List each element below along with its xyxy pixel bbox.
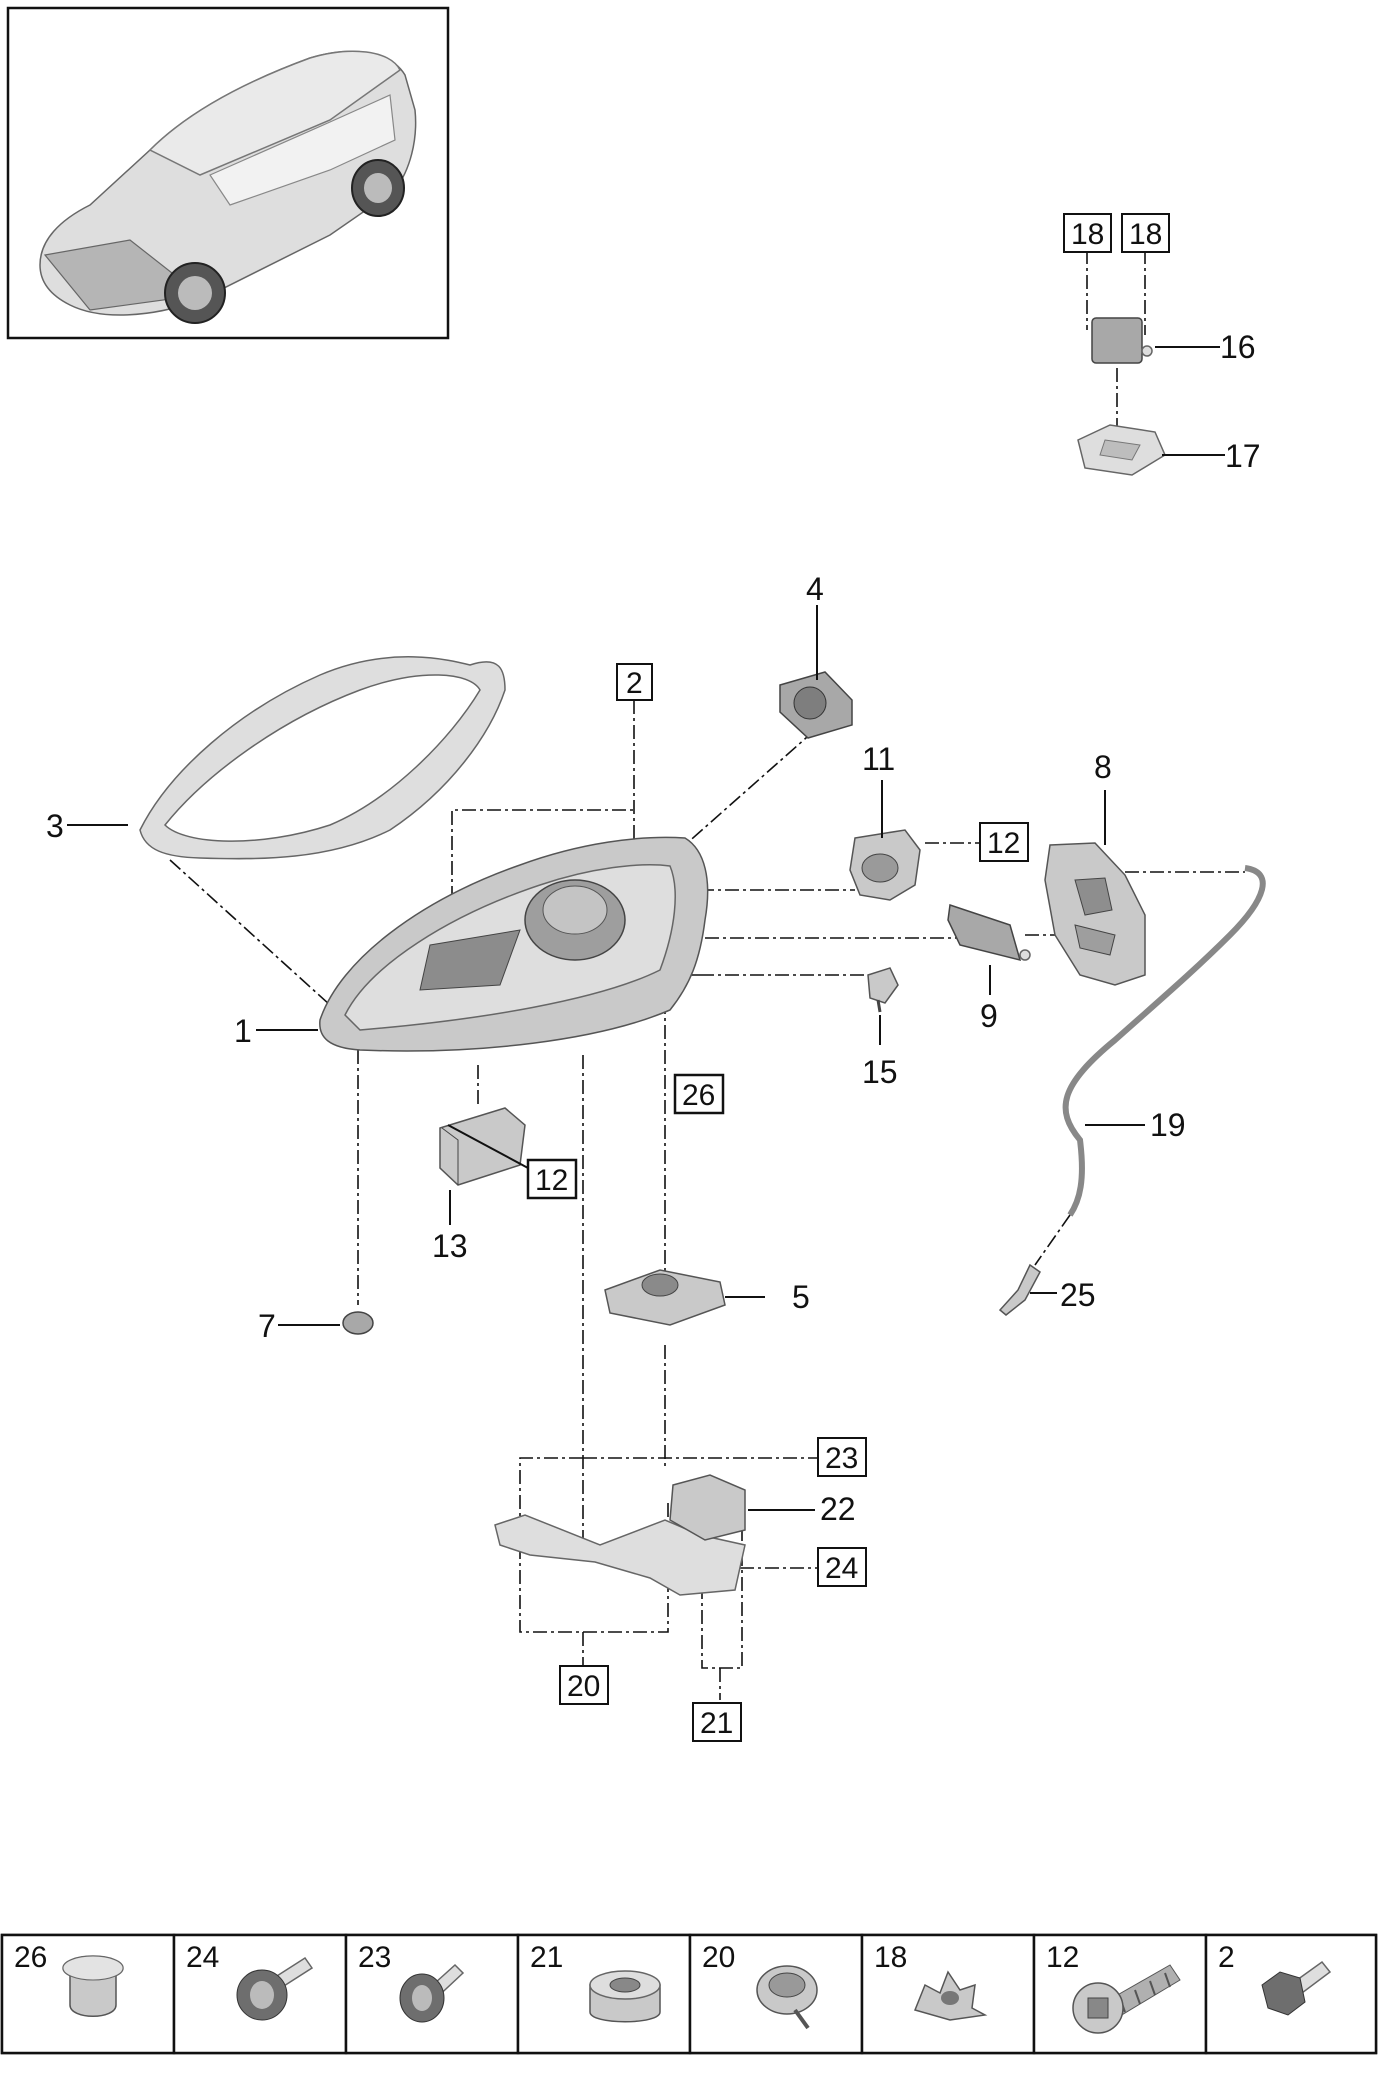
boxed-callout-18a: 18	[1063, 213, 1112, 253]
fastener-number: 23	[358, 1941, 391, 1974]
callout-25: 25	[1060, 1277, 1096, 1313]
actuator-part	[849, 829, 921, 901]
fan-part	[779, 671, 853, 739]
boxed-callout-label: 26	[682, 1079, 715, 1112]
boxed-callout-24: 24	[817, 1547, 867, 1587]
fastener-cell-18: 18	[860, 1933, 1036, 2055]
boxed-callout-21: 21	[692, 1702, 742, 1742]
callout-16: 16	[1220, 329, 1256, 365]
boxed-callout-label: 23	[825, 1442, 858, 1475]
fastener-strip: 26 24 23	[0, 1933, 1378, 2055]
wiring-harness-part	[998, 865, 1266, 1316]
boxed-callout-23: 23	[817, 1437, 867, 1477]
fastener-cell-26: 26	[0, 1933, 176, 2055]
mounting-plate-part	[1077, 424, 1166, 476]
cover-plate-part	[1044, 842, 1146, 986]
callout-22: 22	[820, 1491, 856, 1527]
cap-part	[342, 1311, 374, 1335]
plug-cap-icon	[62, 1955, 124, 2017]
bolt-washer-icon	[236, 1956, 314, 2021]
boxed-callout-label: 24	[825, 1552, 858, 1585]
callout-8: 8	[1094, 749, 1112, 785]
boxed-callout-2: 2	[616, 663, 653, 701]
callout-11: 11	[862, 741, 895, 777]
fastener-number: 2	[1218, 1941, 1235, 1974]
control-module-part	[947, 904, 1031, 962]
car-icon	[39, 50, 417, 324]
ballast-unit-part	[604, 1269, 726, 1326]
boxed-callout-12a: 12	[979, 822, 1029, 862]
callout-17: 17	[1225, 438, 1261, 474]
vehicle-thumbnail	[6, 6, 450, 340]
control-unit-part	[1091, 317, 1153, 364]
callout-3: 3	[46, 808, 64, 844]
boxed-callout-label: 21	[700, 1707, 733, 1740]
boxed-callout-label: 20	[567, 1670, 600, 1703]
callout-5: 5	[792, 1279, 810, 1315]
grommet-icon	[589, 1970, 661, 2023]
headlight-housing-part	[319, 836, 709, 1052]
led-module-part	[439, 1107, 526, 1186]
self-tapping-screw-icon	[1072, 1964, 1181, 2034]
leader-lines	[67, 346, 1225, 1511]
fastener-cell-12: 12	[1032, 1933, 1208, 2055]
clip-nut-icon	[756, 1965, 818, 2030]
hex-bolt-icon	[1261, 1960, 1332, 2016]
boxed-callout-label: 18	[1129, 218, 1162, 251]
boxed-callout-label: 2	[626, 667, 643, 700]
boxed-callout-18b: 18	[1121, 213, 1170, 253]
callout-4: 4	[806, 571, 824, 607]
callout-15: 15	[862, 1054, 898, 1090]
callout-1: 1	[234, 1013, 252, 1049]
fastener-cell-2: 2	[1204, 1933, 1378, 2055]
boxed-callout-20: 20	[559, 1665, 609, 1705]
bulb-socket-part	[867, 967, 899, 1013]
fastener-number: 24	[186, 1941, 219, 1974]
boxed-callout-label: 18	[1071, 218, 1104, 251]
fastener-cell-23: 23	[344, 1933, 520, 2055]
fastener-number: 18	[874, 1941, 907, 1974]
boxed-callout-26: 26	[673, 1073, 725, 1115]
callout-7: 7	[258, 1308, 276, 1344]
fastener-number: 21	[530, 1941, 563, 1974]
fastener-cell-21: 21	[516, 1933, 692, 2055]
fastener-number: 26	[14, 1941, 47, 1974]
support-bracket-part	[494, 1474, 746, 1596]
fastener-cell-24: 24	[172, 1933, 348, 2055]
fastener-number: 20	[702, 1941, 735, 1974]
callout-9: 9	[980, 998, 998, 1034]
boxed-callout-12b: 12	[526, 1158, 578, 1200]
fastener-cell-20: 20	[688, 1933, 864, 2055]
headlight-frame-seal-part	[139, 656, 506, 860]
star-nut-icon	[913, 1970, 988, 2021]
boxed-callout-label: 12	[987, 827, 1020, 860]
fastener-number: 12	[1046, 1941, 1079, 1974]
callout-13: 13	[432, 1228, 468, 1264]
boxed-callout-label: 12	[535, 1164, 568, 1197]
callout-19: 19	[1150, 1107, 1186, 1143]
bolt-washer-icon	[399, 1963, 465, 2023]
